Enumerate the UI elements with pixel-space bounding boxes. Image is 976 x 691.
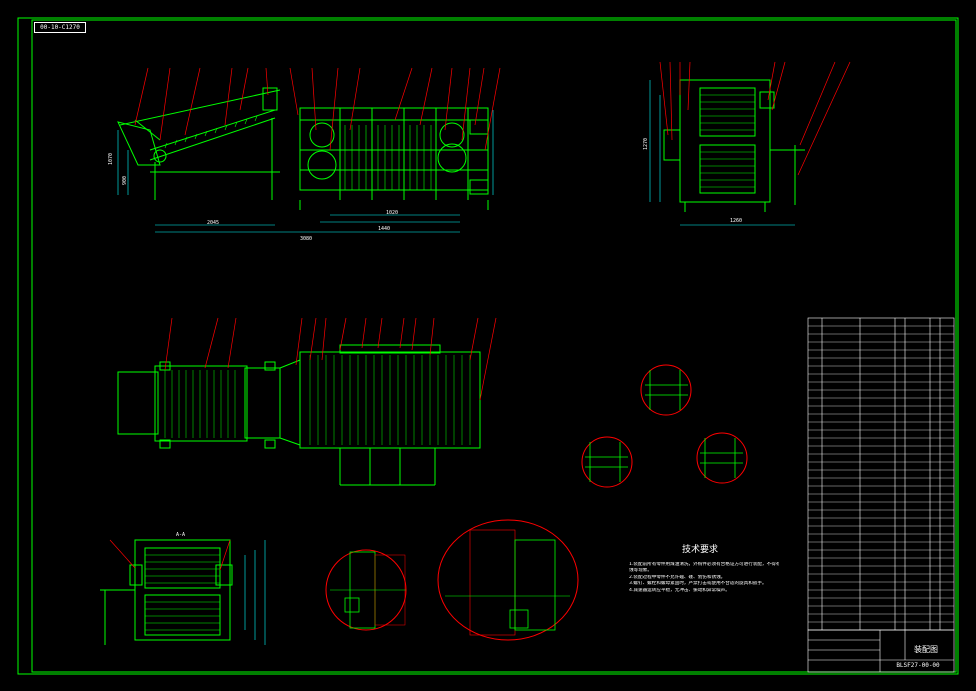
dim-front-height-b: 900	[122, 176, 128, 185]
tech-note: 4.减速器运转应平稳，无冲击、振动和异常噪声。	[629, 587, 730, 593]
plan-view	[117, 344, 481, 486]
tech-note: 2.装配过程中零件不允许磕、碰、划伤和锈蚀。	[629, 574, 726, 580]
detail-circle-1	[325, 549, 407, 631]
title-block-drawing-code: BLSF27-00-00	[896, 662, 940, 669]
front-view-leaders	[134, 67, 501, 151]
outer-frame	[17, 17, 959, 675]
tech-requirements-title: 技术要求	[682, 545, 719, 555]
tech-note: 蚀等现象。	[629, 568, 652, 574]
section-view	[100, 539, 233, 645]
dim-side-width: 1260	[730, 218, 742, 224]
dim-front-left: 2045	[207, 220, 219, 226]
dim-front-overall: 3080	[300, 236, 312, 242]
tech-note: 3.螺钉、螺栓和螺母紧固时，严禁打击或使用不合适的旋具和扳手。	[629, 581, 767, 587]
plan-view-leaders	[164, 317, 497, 401]
tech-note: 1.装配前所有零件用煤油清洗，外购件必须有合格证方可进行装配，不得有磕碰、划伤、…	[629, 562, 779, 567]
detail-circle-2	[437, 519, 579, 641]
title-block-drawing-name: 装配图	[914, 645, 938, 654]
section-dims	[244, 540, 266, 645]
front-view	[117, 87, 489, 210]
dim-side-height: 1270	[643, 138, 649, 150]
detail-circle-4	[581, 436, 633, 488]
dim-front-right: 1440	[378, 226, 390, 232]
detail-circle-3	[640, 364, 692, 416]
bom-rows	[808, 325, 954, 623]
section-label: A-A	[176, 532, 185, 538]
detail-circle-5	[696, 432, 748, 484]
inner-frame	[31, 19, 957, 673]
dim-front-mid: 1020	[386, 210, 398, 216]
front-view-dims	[117, 110, 494, 233]
bom-table	[807, 317, 955, 631]
title-block	[807, 629, 955, 673]
section-leaders	[109, 539, 231, 571]
side-view-dims	[649, 80, 795, 226]
side-view-leaders	[659, 61, 851, 176]
dim-front-height-a: 1070	[108, 153, 114, 165]
tech-notes: 1.装配前所有零件用煤油清洗，外购件必须有合格证方可进行装配，不得有磕碰、划伤、…	[629, 562, 779, 594]
frame-tag: 00-10-C1270	[34, 22, 86, 33]
side-view	[663, 79, 805, 212]
